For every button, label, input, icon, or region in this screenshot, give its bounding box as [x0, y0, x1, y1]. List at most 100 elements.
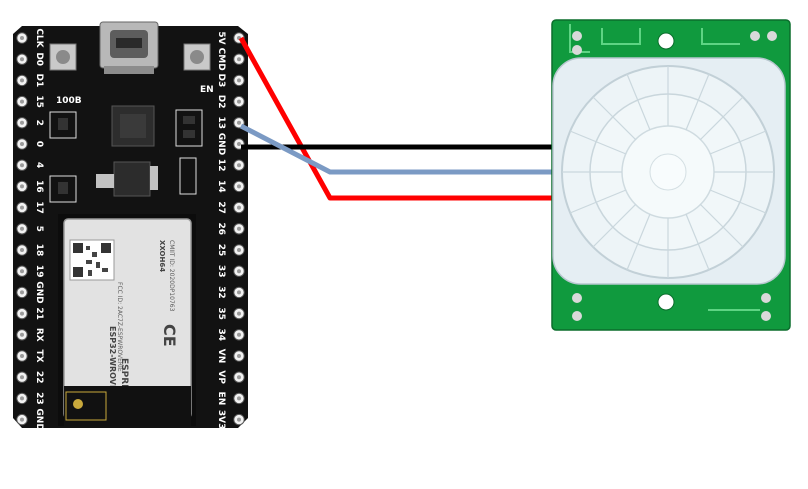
right-pin-hole — [237, 163, 241, 168]
boot-label: 100B — [56, 96, 82, 106]
left-pin-hole — [20, 332, 24, 337]
right-pin-hole — [237, 57, 241, 62]
right-pin-label: 13 — [216, 117, 226, 130]
esp32-board: 100B EN — [13, 21, 248, 431]
right-pin-hole — [237, 332, 241, 337]
left-pin-label: CLK — [34, 28, 44, 48]
right-pin-label: 3V3 — [216, 410, 226, 430]
left-pin-hole — [20, 142, 24, 146]
right-pin-label: 33 — [216, 265, 226, 278]
left-pin-label: 18 — [34, 244, 44, 257]
right-pin-hole — [237, 99, 241, 104]
left-pin-label: 21 — [34, 307, 44, 320]
module-model: ESP32-WROVER-IE — [108, 326, 117, 408]
left-pin-label: D0 — [34, 52, 44, 66]
left-pin-hole — [20, 417, 24, 422]
module-fcc-id: FCC ID: 2AC7Z-ESPWROVERIE — [116, 282, 123, 372]
left-pin-hole — [20, 57, 24, 62]
right-pin-label: EN — [216, 392, 226, 406]
left-pin-label: 16 — [34, 180, 44, 193]
left-pin-hole — [20, 396, 24, 401]
right-pin-label: 35 — [216, 307, 226, 320]
left-pin-label: 19 — [34, 265, 44, 278]
left-pin-hole — [20, 99, 24, 104]
left-pin-label: 23 — [34, 392, 44, 405]
right-pin-hole — [237, 226, 241, 231]
left-pin-label: RX — [34, 328, 44, 342]
wrover-module: XXOH64 CMIIT ID: 2020DP10763 FCC ID: 2AC… — [58, 214, 196, 426]
antenna-area — [64, 386, 191, 426]
right-pin-label: 5V — [216, 31, 226, 44]
right-pin-label: GND — [216, 133, 226, 155]
red-wire — [238, 36, 552, 201]
left-pin-hole — [20, 184, 24, 189]
wires — [238, 36, 552, 201]
left-pin-hole — [20, 354, 24, 358]
transistor-boxes — [49, 109, 203, 203]
right-pin-label: VP — [216, 370, 226, 384]
right-pin-label: 26 — [216, 223, 226, 236]
mount-hole — [657, 293, 675, 311]
left-pin-label: 0 — [34, 141, 44, 147]
right-pin-hole — [237, 78, 241, 83]
right-pin-hole — [237, 184, 241, 189]
usb-uart-chip — [111, 105, 155, 147]
module-brand: ESPRESSIF — [119, 358, 129, 412]
left-pin-label: GND — [34, 408, 44, 430]
module-small-text: CMIIT ID: 2020DP10763 — [168, 240, 175, 312]
right-pin-label: 12 — [216, 159, 226, 172]
fresnel-lens — [552, 57, 786, 285]
right-pin-label: D2 — [216, 95, 226, 109]
right-pin-hole — [237, 354, 241, 358]
right-pin-hole — [237, 248, 241, 252]
right-pin-hole — [237, 375, 241, 380]
right-pin-label: 34 — [216, 329, 226, 342]
left-pin-label: TX — [34, 349, 44, 362]
left-pin-label: 5 — [34, 226, 44, 232]
right-pin-label: D3 — [216, 74, 226, 88]
en-button — [183, 43, 211, 71]
right-pin-hole — [237, 142, 241, 146]
left-pin-hole — [20, 36, 24, 40]
left-pin-label: D1 — [34, 74, 44, 88]
left-pin-hole — [20, 226, 24, 231]
right-pin-hole — [237, 120, 241, 125]
right-pin-hole — [237, 290, 241, 295]
pir-sensor — [551, 19, 791, 331]
en-label: EN — [200, 85, 214, 95]
right-pin-label: 32 — [216, 286, 226, 299]
voltage-regulator — [96, 161, 158, 197]
left-pin-hole — [20, 78, 24, 83]
right-pin-label: 14 — [216, 180, 226, 193]
right-pin-label: 25 — [216, 244, 226, 257]
left-pin-label: 22 — [34, 371, 44, 384]
right-pin-hole — [237, 396, 241, 401]
right-pin-hole — [237, 205, 241, 210]
module-marking: XXOH64 — [158, 240, 166, 272]
boot-button — [49, 43, 77, 71]
left-pin-hole — [20, 163, 24, 168]
right-pin-label: 27 — [216, 201, 226, 214]
right-pin-hole — [237, 417, 241, 422]
left-pin-hole — [20, 311, 24, 316]
right-pin-hole — [237, 269, 241, 274]
left-pin-label: GND — [34, 281, 44, 303]
blue-wire — [239, 123, 552, 175]
left-pin-hole — [20, 290, 24, 295]
left-pin-hole — [20, 248, 24, 252]
ce-mark: CE — [160, 324, 179, 347]
left-pin-label: 15 — [34, 95, 44, 108]
right-pin-hole — [237, 311, 241, 316]
left-pin-hole — [20, 120, 24, 125]
usb-connector — [99, 21, 159, 74]
mount-hole — [657, 32, 675, 50]
left-pin-hole — [20, 269, 24, 274]
left-pin-hole — [20, 375, 24, 380]
qr-code — [69, 239, 115, 281]
right-pin-label: CMD — [216, 48, 226, 71]
left-pin-hole — [20, 205, 24, 210]
right-pin-label: VN — [216, 349, 226, 364]
